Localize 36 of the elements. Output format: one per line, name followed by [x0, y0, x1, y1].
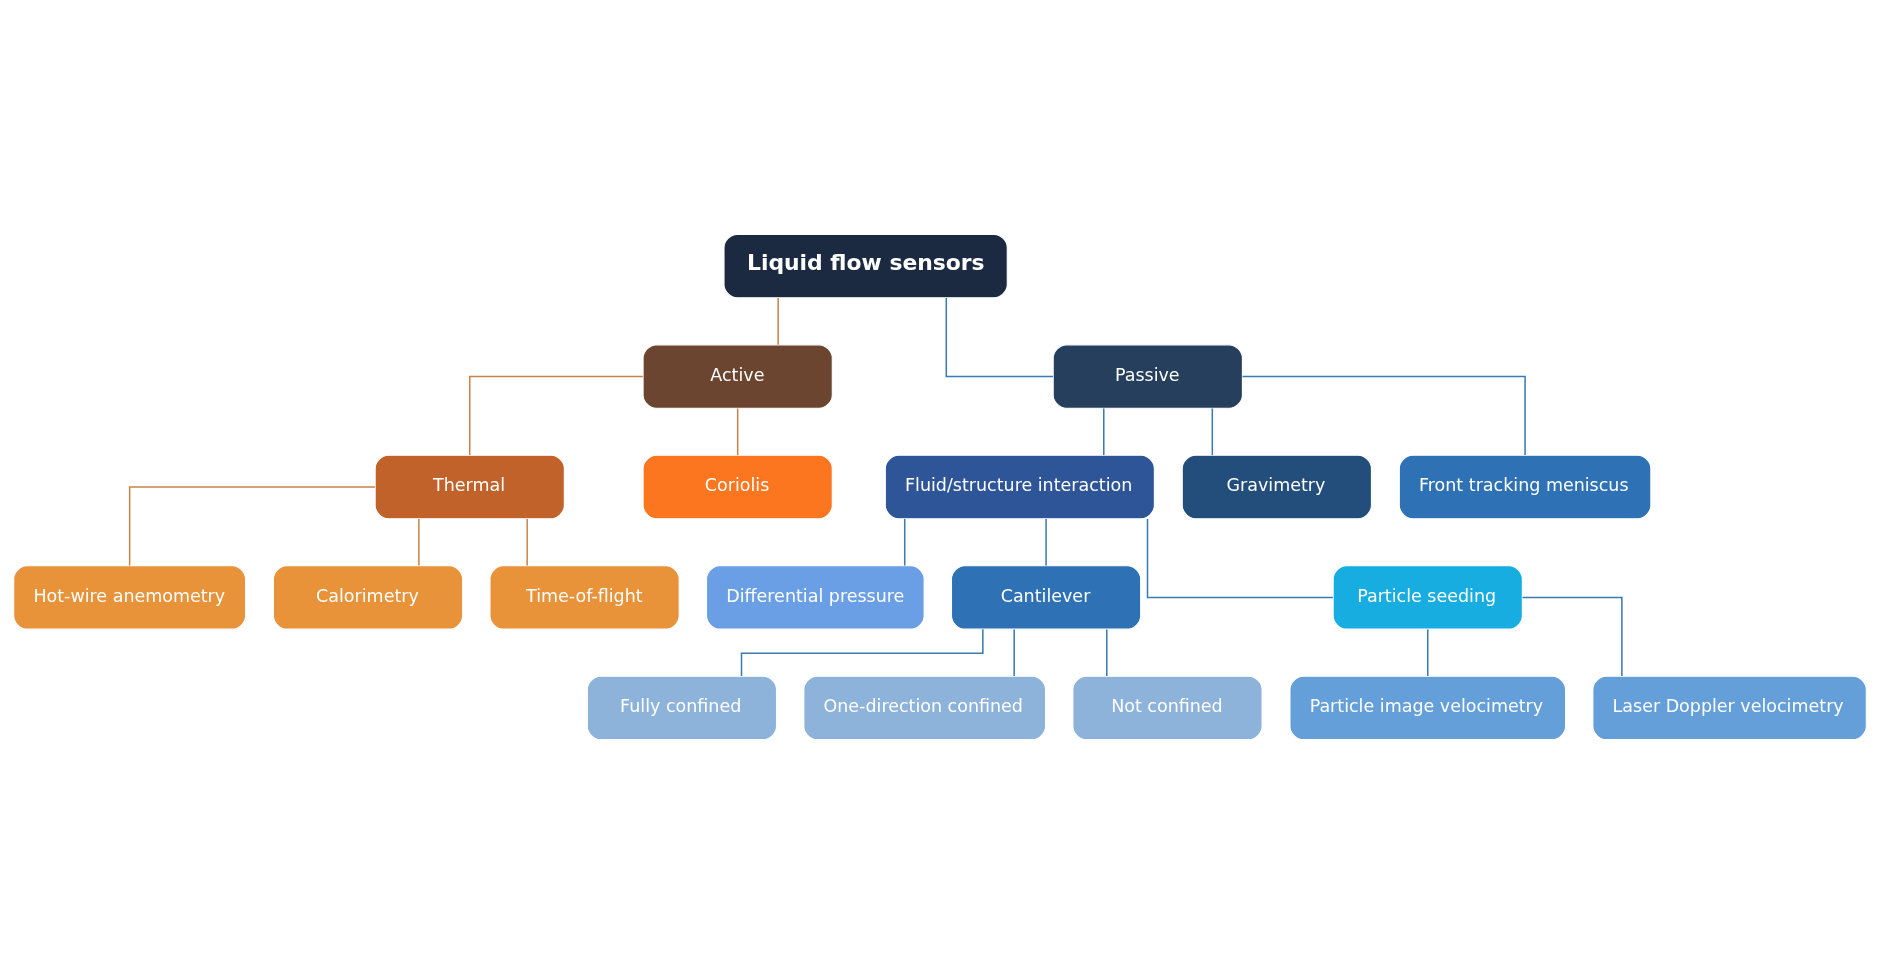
node-box: Thermal	[374, 454, 565, 520]
node-box: Calorimetry	[272, 565, 464, 630]
connector	[418, 518, 420, 567]
connector	[468, 375, 644, 456]
node-box: Fluid/structure interaction	[884, 454, 1155, 520]
node-box: Laser Doppler velocimetry	[1592, 675, 1867, 741]
connector	[1045, 518, 1047, 567]
node-box: One-direction confined	[803, 675, 1047, 741]
node-box: Fully confined	[586, 675, 778, 741]
connector	[1241, 375, 1526, 456]
connector	[903, 518, 906, 567]
connector	[1146, 518, 1334, 599]
connector	[1106, 628, 1108, 677]
node-box: Hot-wire anemometry	[13, 565, 247, 630]
connector	[1427, 628, 1429, 677]
node-box: Differential pressure	[705, 565, 925, 630]
node-box: Particle image velocimetry	[1289, 675, 1567, 741]
connector	[945, 297, 1054, 378]
node-box: Liquid flow sensors	[723, 233, 1008, 299]
connector	[526, 518, 528, 567]
connector	[777, 297, 779, 346]
node-box: Time-of-flight	[489, 565, 680, 630]
node-box: Cantilever	[950, 565, 1142, 630]
connector	[1013, 628, 1015, 677]
node-box: Front tracking meniscus	[1398, 454, 1652, 520]
node-box: Coriolis	[642, 454, 833, 520]
connector	[1521, 596, 1623, 677]
connector	[1211, 407, 1214, 456]
node-box: Active	[642, 344, 833, 409]
connector	[128, 486, 376, 567]
connector	[1103, 407, 1105, 456]
connector	[736, 407, 739, 456]
node-box: Not confined	[1072, 675, 1263, 741]
node-box: Gravimetry	[1181, 454, 1372, 520]
node-box: Particle seeding	[1332, 565, 1523, 630]
node-box: Passive	[1052, 344, 1243, 409]
